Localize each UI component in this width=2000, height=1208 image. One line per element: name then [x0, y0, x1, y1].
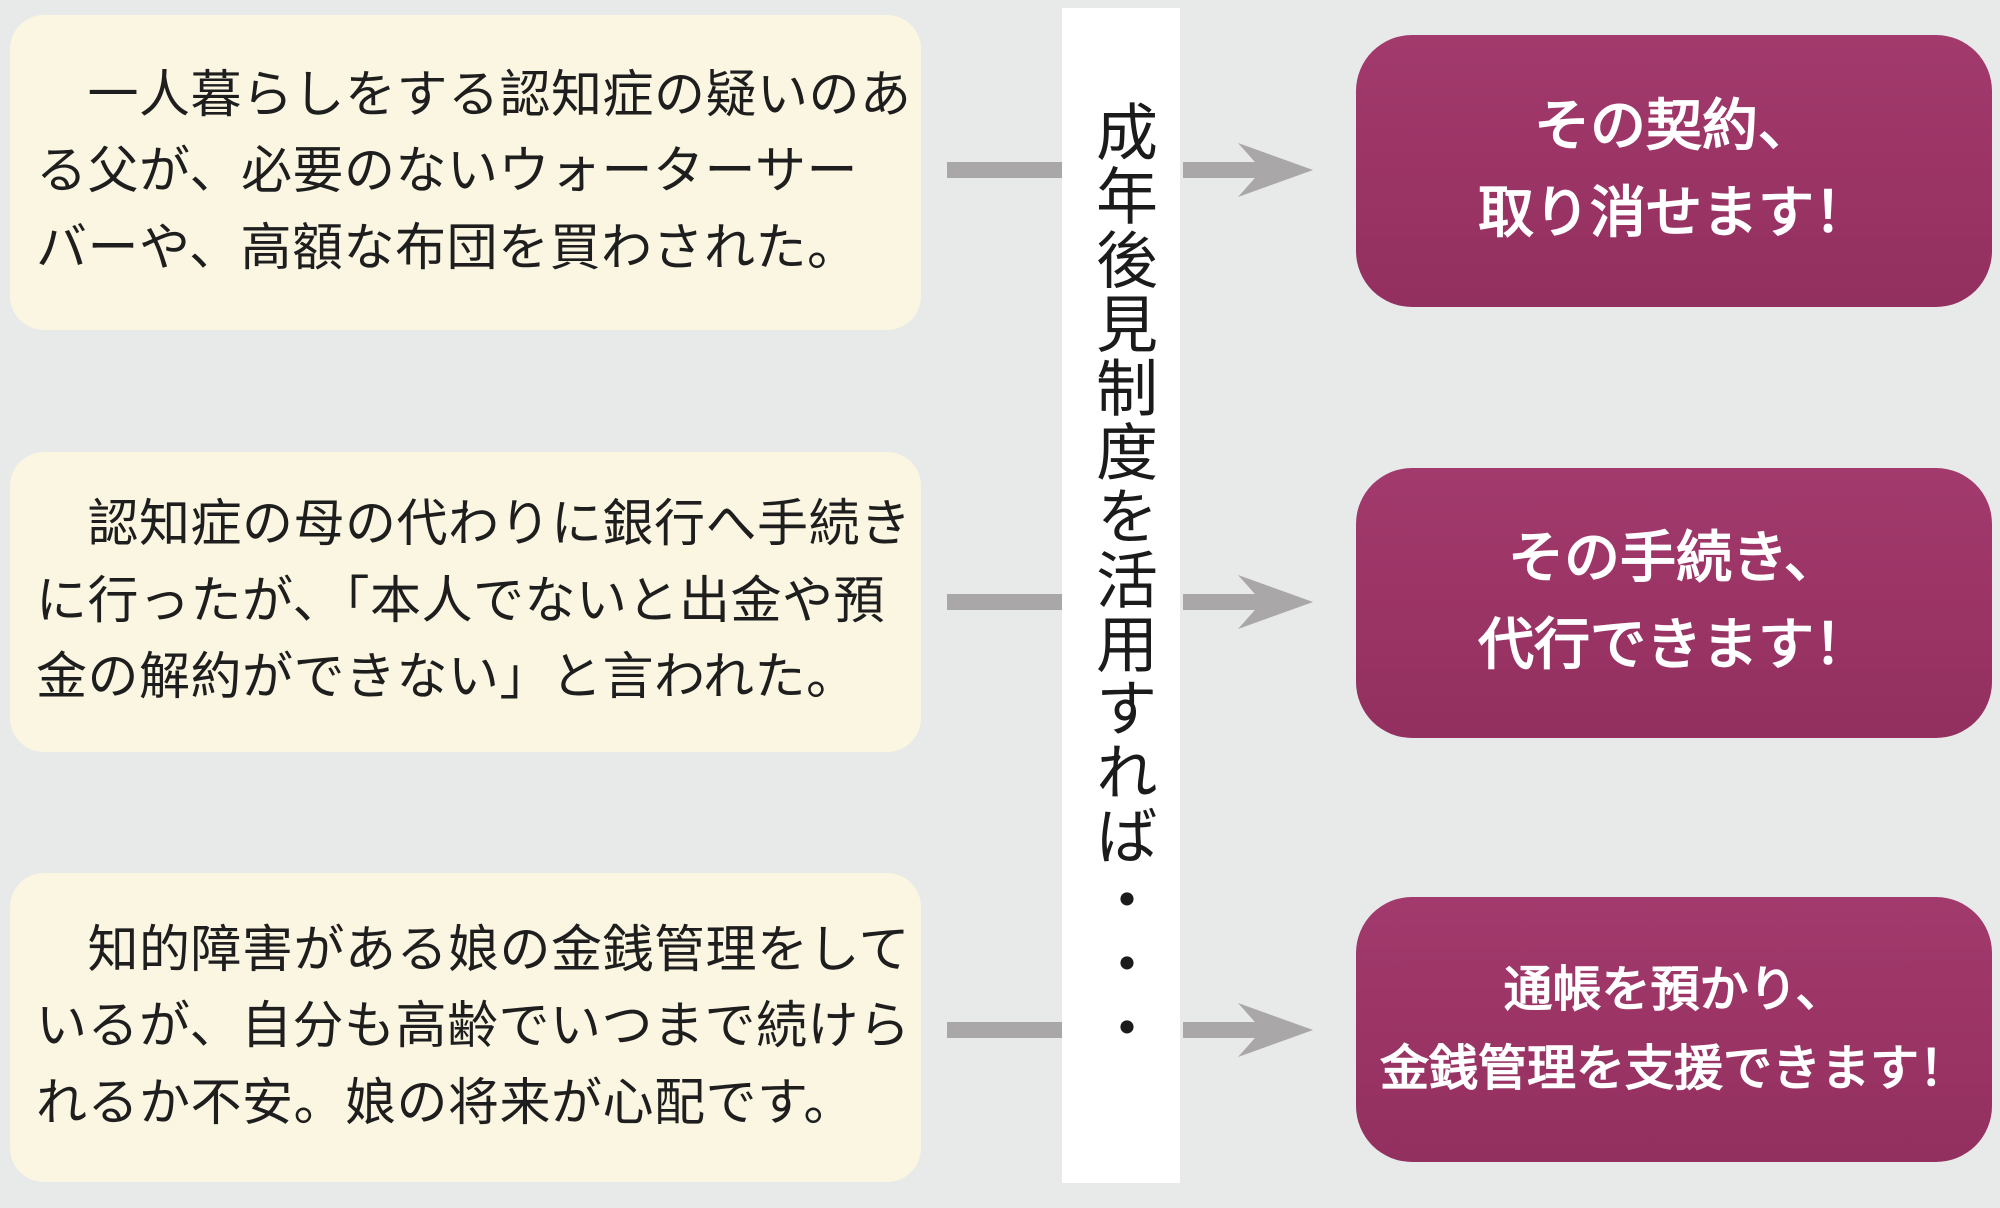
- center-band: 成年後見制度を活用すれば・・・: [1062, 8, 1180, 1183]
- case-box-3: 知的障害がある娘の金銭管理をして いるが、自分も高齢でいつまで続けら れるか不安…: [10, 873, 921, 1182]
- right-arrow-2-icon: [1183, 575, 1313, 629]
- right-arrow-1-icon: [1183, 143, 1313, 197]
- arrow-shaft-3-icon: [947, 1022, 1062, 1038]
- result-1-line-1: その契約、: [1534, 94, 1814, 160]
- result-box-1: その契約、 取り消せます！: [1356, 35, 1992, 307]
- arrow-shaft-1-icon: [947, 162, 1062, 178]
- case-1-line-1: 一人暮らしをする認知症の疑いのあ: [36, 65, 912, 125]
- case-1-line-2: る父が、必要のないウォーターサー: [36, 142, 858, 202]
- case-2-line-2: に行ったが、「本人でないと出金や預: [36, 571, 885, 631]
- case-3-line-3: れるか不安。娘の将来が心配です。: [36, 1073, 855, 1133]
- result-2-line-2: 代行できます！: [1478, 613, 1870, 678]
- arrow-shaft-2-icon: [947, 594, 1062, 610]
- result-3-line-2: 金銭管理を支援できます！: [1379, 1039, 1968, 1097]
- case-box-1: 一人暮らしをする認知症の疑いのあ る父が、必要のないウォーターサー バーや、高額…: [10, 15, 921, 330]
- result-box-3: 通帳を預かり、 金銭管理を支援できます！: [1356, 897, 1992, 1162]
- vertical-headline: 成年後見制度を活用すれば・・・: [1085, 100, 1158, 1060]
- case-2-line-3: 金の解約ができない」と言われた。: [36, 648, 858, 708]
- result-3-line-1: 通帳を預かり、: [1503, 961, 1845, 1019]
- right-arrow-3-icon: [1183, 1003, 1313, 1057]
- case-3-line-1: 知的障害がある娘の金銭管理をして: [36, 920, 910, 980]
- result-box-2: その手続き、 代行できます！: [1356, 468, 1992, 738]
- case-1-line-3: バーや、高額な布団を買わされた。: [36, 218, 859, 278]
- result-2-line-1: その手続き、: [1507, 526, 1841, 592]
- result-1-line-2: 取り消せます！: [1478, 181, 1870, 246]
- case-box-2: 認知症の母の代わりに銀行へ手続き に行ったが、「本人でないと出金や預 金の解約が…: [10, 452, 921, 752]
- case-2-line-1: 認知症の母の代わりに銀行へ手続き: [36, 495, 912, 555]
- case-3-line-2: いるが、自分も高齢でいつまで続けら: [36, 997, 911, 1057]
